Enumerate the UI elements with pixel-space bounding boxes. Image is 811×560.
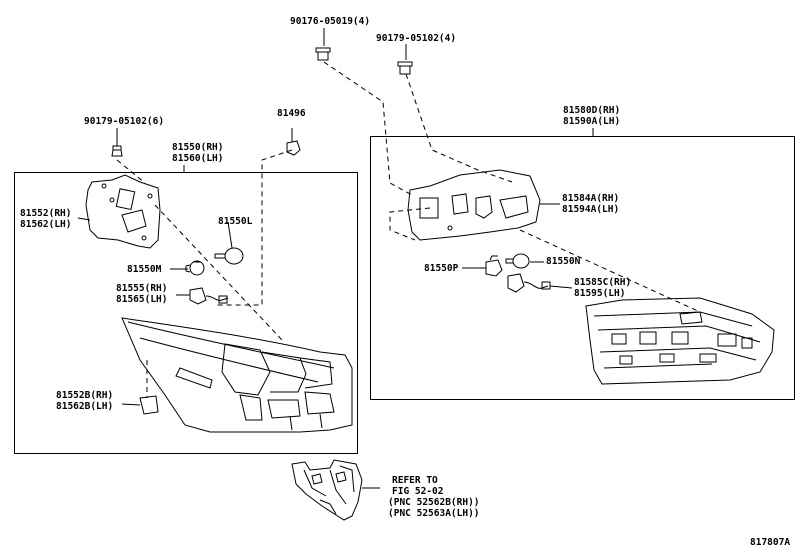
label-right-socket: 81550P bbox=[424, 263, 459, 274]
label-screw-left: 90179-05102(6) bbox=[84, 116, 165, 127]
label-reference-line1: REFER TO bbox=[392, 475, 438, 486]
label-reference-line3: (PNC 52562B(RH)) bbox=[388, 497, 480, 508]
label-reference-line4: (PNC 52563A(LH)) bbox=[388, 508, 480, 519]
label-left-gasket-lh: 81562(LH) bbox=[20, 219, 72, 230]
left-lens bbox=[121, 317, 353, 433]
label-right-harness-lh: 81595(LH) bbox=[574, 288, 626, 299]
label-right-gasket-lh: 81594A(LH) bbox=[562, 204, 620, 215]
right-gasket bbox=[407, 169, 541, 241]
left-assembly-frame bbox=[14, 172, 358, 454]
right-assembly-frame bbox=[370, 136, 795, 400]
right-lens bbox=[585, 297, 775, 385]
label-left-bulb: 81550L bbox=[218, 216, 253, 227]
label-screw-top-left: 90176-05019(4) bbox=[290, 16, 371, 27]
left-gasket bbox=[85, 174, 161, 249]
label-left-socket: 81550M bbox=[127, 264, 162, 275]
label-left-gasket-rh: 81552(RH) bbox=[20, 208, 72, 219]
label-right-title-rh: 81580D(RH) bbox=[563, 105, 621, 116]
label-right-gasket-rh: 81584A(RH) bbox=[562, 193, 620, 204]
label-screw-top-right: 90179-05102(4) bbox=[376, 33, 457, 44]
label-left-title-lh: 81560(LH) bbox=[172, 153, 224, 164]
figure-code: 817807A bbox=[750, 537, 791, 548]
label-left-title-rh: 81550(RH) bbox=[172, 142, 224, 153]
label-left-pad-lh: 81562B(LH) bbox=[56, 401, 114, 412]
label-right-harness-rh: 81585C(RH) bbox=[574, 277, 632, 288]
label-left-pad-rh: 81552B(RH) bbox=[56, 390, 114, 401]
label-right-title-lh: 81590A(LH) bbox=[563, 116, 621, 127]
bracket bbox=[291, 459, 363, 521]
label-reference-line2: FIG 52-02 bbox=[392, 486, 444, 497]
label-socket-81496: 81496 bbox=[277, 108, 306, 119]
label-left-harness-rh: 81555(RH) bbox=[116, 283, 168, 294]
label-left-harness-lh: 81565(LH) bbox=[116, 294, 168, 305]
label-right-bulb: 81550N bbox=[546, 256, 581, 267]
